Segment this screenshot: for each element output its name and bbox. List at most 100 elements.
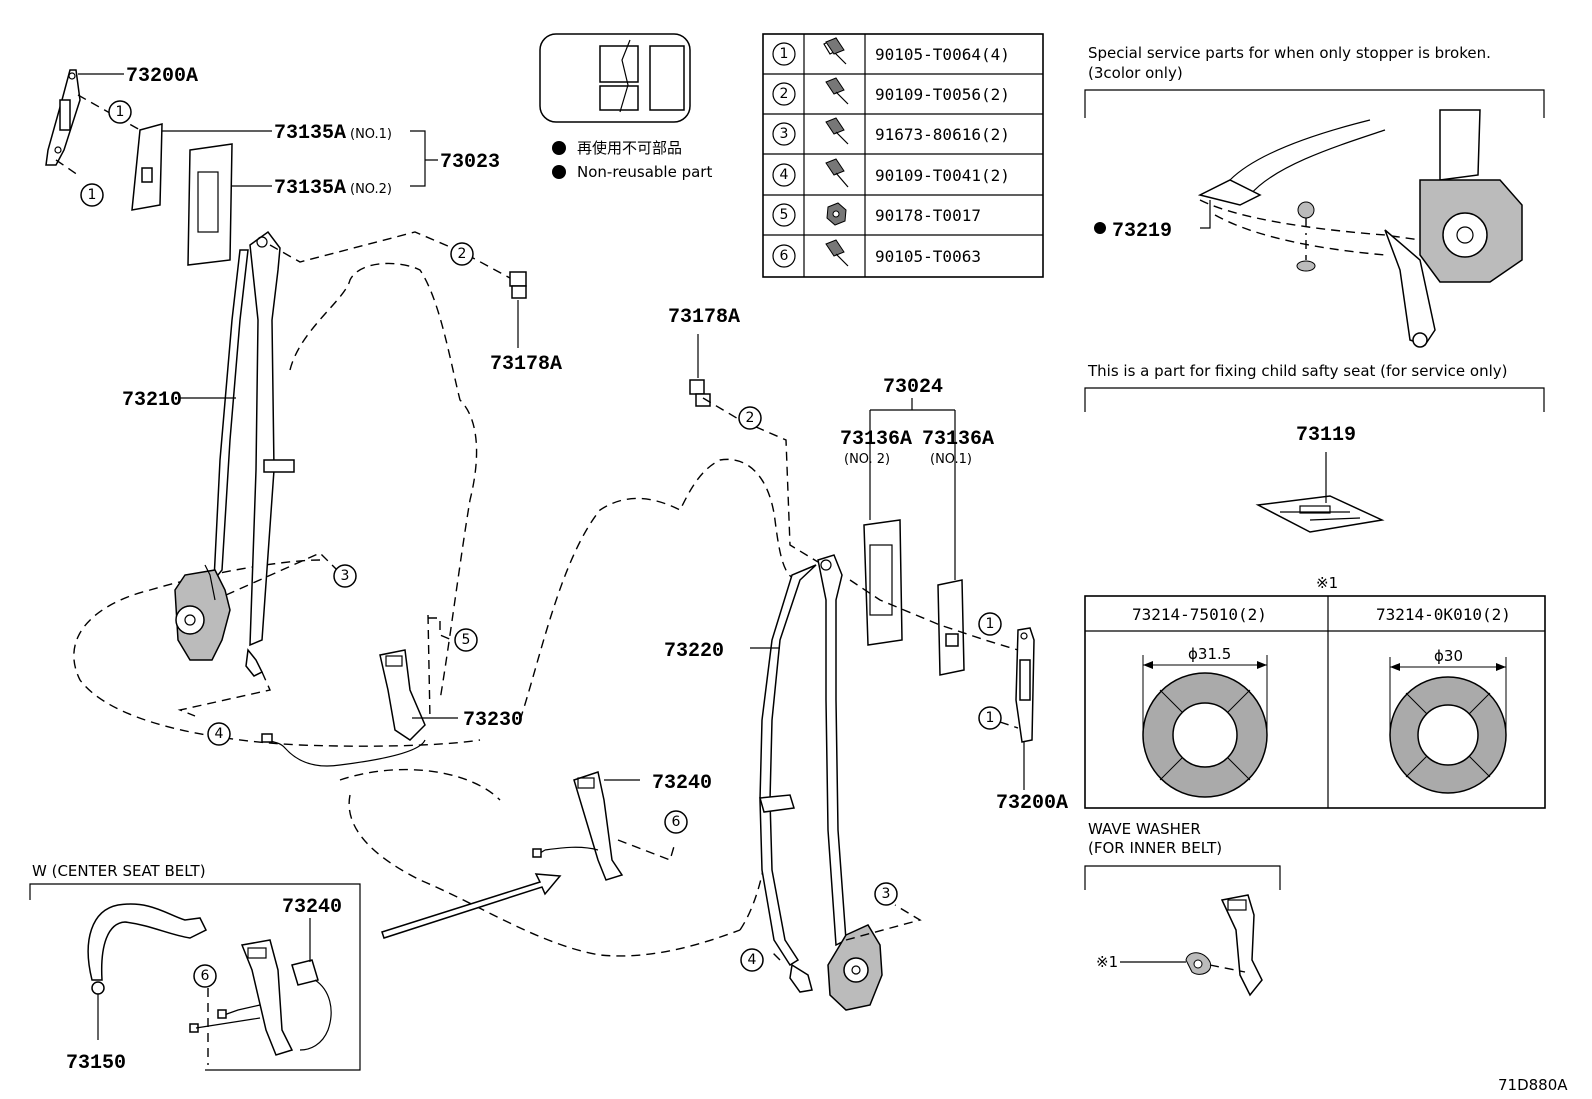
buckle-73240-lower xyxy=(189,939,332,1056)
right-seat-belt-assembly xyxy=(532,379,1035,1011)
height-adjuster-left xyxy=(45,69,81,166)
diagram-code: 71D880A xyxy=(1498,1076,1568,1094)
fastener-part-number: 90178-T0017 xyxy=(875,206,981,225)
washer-col2-dim: ϕ30 xyxy=(1434,647,1463,665)
special-service-section xyxy=(1084,89,1545,348)
label-73136A-no2: 73136A xyxy=(840,428,912,451)
svg-text:4: 4 xyxy=(748,952,757,968)
row-number: 1 xyxy=(780,46,789,62)
label-73240-mid: 73240 xyxy=(652,772,712,795)
washer-73214-75010 xyxy=(1142,655,1268,798)
label-73178A-mid: 73178A xyxy=(668,306,740,329)
callout-1: 1 xyxy=(108,100,132,124)
label-73219: 73219 xyxy=(1112,220,1172,243)
table-row: 6 90105-T0063 xyxy=(772,239,981,268)
svg-text:6: 6 xyxy=(672,814,681,830)
label-73136A-no1-sub: (NO.1) xyxy=(930,452,972,467)
cover-73135A-no1 xyxy=(131,123,163,211)
washer-col1-dim: ϕ31.5 xyxy=(1188,645,1231,663)
callout-3: 3 xyxy=(874,882,898,906)
label-73136A-no1: 73136A xyxy=(922,428,994,451)
label-73210: 73210 xyxy=(122,389,182,412)
retractor-right xyxy=(827,924,883,1011)
svg-text:6: 6 xyxy=(201,968,210,984)
cover-73135A-no2 xyxy=(187,143,233,266)
buckle-73230 xyxy=(261,649,426,767)
cover-73136A-no2 xyxy=(863,519,903,646)
retractor-left xyxy=(174,564,231,661)
bolt-icon xyxy=(825,239,849,267)
svg-text:4: 4 xyxy=(215,726,224,742)
bolt-icon xyxy=(825,77,849,105)
belt-webbing-73220 xyxy=(759,554,847,967)
belt-webbing-73210 xyxy=(213,230,295,647)
label-73119: 73119 xyxy=(1296,424,1356,447)
callout-5: 5 xyxy=(454,628,478,652)
table-row: 3 91673-80616(2) xyxy=(772,117,1010,146)
table-row: 2 90109-T0056(2) xyxy=(772,77,1010,106)
washer-73214-0K010 xyxy=(1389,657,1507,794)
fastener-part-number: 90109-T0041(2) xyxy=(875,166,1010,185)
callout-6: 6 xyxy=(664,810,688,834)
asterisk-note: ※1 xyxy=(1316,574,1338,592)
wave-washer-heading: WAVE WASHER xyxy=(1088,820,1201,838)
table-row: 5 90178-T0017 xyxy=(772,202,981,227)
label-73230: 73230 xyxy=(463,709,523,732)
label-73150: 73150 xyxy=(66,1052,126,1075)
left-seat-belt-assembly xyxy=(45,69,527,767)
height-adjuster-right xyxy=(1015,627,1035,743)
row-number: 6 xyxy=(780,248,789,264)
bolt-icon xyxy=(823,37,847,65)
nut-icon xyxy=(826,202,847,226)
svg-text:1: 1 xyxy=(986,710,995,726)
child-seat-section xyxy=(1084,387,1545,533)
guide-73178A-left xyxy=(509,271,527,299)
callout-4: 4 xyxy=(740,948,764,972)
callout-3: 3 xyxy=(333,564,357,588)
bracket-73119 xyxy=(1255,452,1385,533)
label-73135A-no1: 73135A xyxy=(274,122,346,145)
legend-en: Non-reusable part xyxy=(577,163,712,181)
svg-text:2: 2 xyxy=(458,246,467,262)
label-73135A-no2-sub: (NO.2) xyxy=(350,182,392,197)
cover-73136A-no1 xyxy=(937,579,965,676)
row-number: 5 xyxy=(780,207,789,223)
fastener-table: 1 90105-T0064(4) 2 90109-T0056(2) 3 9167… xyxy=(762,33,1044,278)
svg-text:2: 2 xyxy=(746,410,755,426)
left-seat-outline xyxy=(73,262,741,957)
guide-73178A-mid xyxy=(689,379,711,407)
label-leaders xyxy=(78,73,1025,1040)
svg-text:1: 1 xyxy=(116,104,125,120)
fastener-part-number: 90105-T0063 xyxy=(875,247,981,266)
svg-text:3: 3 xyxy=(882,886,891,902)
wave-washer-section xyxy=(1084,865,1281,997)
svg-text:1: 1 xyxy=(88,187,97,203)
callout-2: 2 xyxy=(738,406,762,430)
label-73200A-right: 73200A xyxy=(996,792,1068,815)
fastener-part-number: 91673-80616(2) xyxy=(875,125,1010,144)
special-service-note: Special service parts for when only stop… xyxy=(1088,44,1491,62)
label-73024: 73024 xyxy=(883,376,943,399)
right-dashed-leaders xyxy=(617,397,1019,961)
table-row: 1 90105-T0064(4) xyxy=(772,37,1010,66)
non-reusable-legend: 再使用不可部品 Non-reusable part xyxy=(552,139,712,181)
callout-circles: 1 1 2 3 4 5 2 1 1 6 3 4 6 xyxy=(80,100,1002,988)
label-73220: 73220 xyxy=(664,640,724,663)
wave-washer-sub: (FOR INNER BELT) xyxy=(1088,839,1222,857)
part-labels: 73200A 73135A (NO.1) 73135A (NO.2) 73023… xyxy=(66,65,1356,1075)
legend-jp: 再使用不可部品 xyxy=(577,139,682,157)
child-seat-note: This is a part for fixing child safty se… xyxy=(1087,362,1507,380)
callout-6: 6 xyxy=(193,964,217,988)
callout-1: 1 xyxy=(978,612,1002,636)
center-seat-belt-section xyxy=(29,883,361,1071)
asterisk-wave: ※1 xyxy=(1096,953,1118,971)
label-73136A-no2-sub: (NO. 2) xyxy=(844,452,890,467)
fastener-part-number: 90105-T0064(4) xyxy=(875,45,1010,64)
direction-arrow xyxy=(381,873,562,939)
label-73200A-top: 73200A xyxy=(126,65,198,88)
special-service-note-sub: (3color only) xyxy=(1088,64,1183,82)
washer-col1-part: 73214-75010(2) xyxy=(1132,605,1267,624)
row-number: 3 xyxy=(780,126,789,142)
svg-text:3: 3 xyxy=(341,568,350,584)
